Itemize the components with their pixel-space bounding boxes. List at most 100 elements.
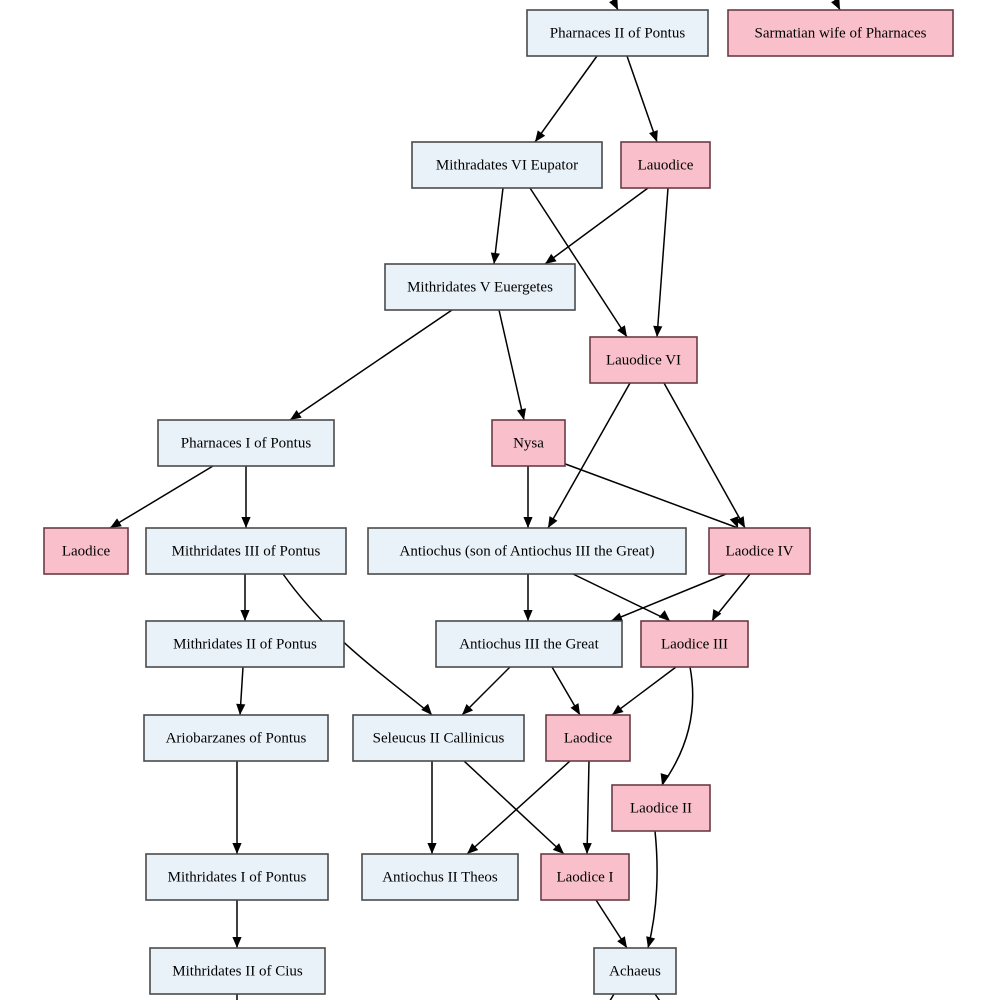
node-box-mithradates6[interactable] <box>411 141 603 189</box>
arrowhead-icon <box>582 842 592 854</box>
edge-pharnaces1-to-laodice_left <box>109 465 214 529</box>
edge-mithridates3-to-mithridates2p <box>240 574 250 621</box>
node-mithridates2c[interactable]: Mithridates II of Cius <box>149 947 326 995</box>
node-box-laodice2[interactable] <box>611 784 711 832</box>
edge-laodice1-to-achaeus <box>595 899 628 949</box>
node-box-laodice4[interactable] <box>708 527 811 575</box>
node-antiochus3[interactable]: Antiochus III the Great <box>435 620 623 668</box>
edge-line <box>534 55 598 143</box>
edge-achaeus-to-below1 <box>609 993 615 1000</box>
node-antiochus_son[interactable]: Antiochus (son of Antiochus III the Grea… <box>367 527 687 575</box>
node-box-seleucus2[interactable] <box>352 714 525 762</box>
node-lauodice6[interactable]: Lauodice VI <box>589 336 698 384</box>
node-box-nysa[interactable] <box>491 419 566 467</box>
node-mithridates3[interactable]: Mithridates III of Pontus <box>145 527 347 575</box>
edge-line <box>498 309 525 421</box>
node-mithradates6[interactable]: Mithradates VI Eupator <box>411 141 603 189</box>
node-nysa[interactable]: Nysa <box>491 419 566 467</box>
edge-line <box>610 573 727 622</box>
edge-line <box>493 187 504 265</box>
arrowhead-icon <box>570 703 580 715</box>
edge-line <box>463 760 565 855</box>
edge-pharnaces2-to-lauodice <box>626 55 658 143</box>
node-laodice1[interactable]: Laodice I <box>540 853 630 901</box>
node-laodice2[interactable]: Laodice II <box>611 784 711 832</box>
arrowhead-icon <box>653 325 663 337</box>
node-box-lauodice6[interactable] <box>589 336 698 384</box>
edge-lauodice6-to-laodice4 <box>663 382 746 529</box>
node-achaeus[interactable]: Achaeus <box>593 947 677 995</box>
node-box-antiochus_son[interactable] <box>367 527 687 575</box>
node-box-lauodice[interactable] <box>620 141 711 189</box>
edge-antiochus_son-to-antiochus3 <box>523 574 533 621</box>
edge-pharnaces2-to-mithradates6 <box>534 55 598 143</box>
node-pharnaces1[interactable]: Pharnaces I of Pontus <box>157 419 335 467</box>
node-box-mithridates2p[interactable] <box>145 620 345 668</box>
edge-mithradates6-to-mithridates5 <box>490 187 504 265</box>
node-seleucus2[interactable]: Seleucus II Callinicus <box>352 714 525 762</box>
node-laodice3[interactable]: Laodice III <box>640 620 749 668</box>
arrowhead-icon <box>611 612 623 622</box>
edge-line <box>282 573 433 716</box>
edge-antiochus3-to-seleucus2 <box>461 666 511 716</box>
node-box-pharnaces2[interactable] <box>526 9 709 57</box>
edge-line <box>661 666 694 786</box>
edge-laodice3-to-laodice_mid <box>611 666 677 716</box>
edge-top_offscreen2-to-sarmatianwife <box>831 0 841 11</box>
arrowhead-icon <box>552 843 564 854</box>
arrowhead-icon <box>548 516 558 528</box>
node-box-laodice_left[interactable] <box>43 527 129 575</box>
arrowhead-icon <box>545 253 557 264</box>
node-antiochus2[interactable]: Antiochus II Theos <box>361 853 519 901</box>
arrowhead-icon <box>660 773 670 785</box>
node-sarmatianwife[interactable]: Sarmatian wife of Pharnaces <box>727 9 954 57</box>
node-mithridates5[interactable]: Mithridates V Euergetes <box>384 263 576 311</box>
arrowhead-icon <box>712 609 722 621</box>
node-lauodice[interactable]: Lauodice <box>620 141 711 189</box>
edge-line <box>654 993 661 1000</box>
edge-laodice4-to-laodice3 <box>711 573 751 622</box>
edge-laodice2-to-achaeus <box>646 830 658 949</box>
node-box-laodice1[interactable] <box>540 853 630 901</box>
arrowhead-icon <box>490 252 500 264</box>
arrowhead-icon <box>729 516 739 528</box>
edge-antiochus3-to-laodice_mid <box>551 666 581 716</box>
node-laodice_left[interactable]: Laodice <box>43 527 129 575</box>
arrowhead-icon <box>612 704 624 715</box>
arrowhead-icon <box>617 325 627 337</box>
arrowhead-icon <box>535 130 546 142</box>
node-laodice_mid[interactable]: Laodice <box>545 714 631 762</box>
node-laodice4[interactable]: Laodice IV <box>708 527 811 575</box>
arrowhead-icon <box>517 408 527 420</box>
node-box-laodice_mid[interactable] <box>545 714 631 762</box>
edge-line <box>109 465 214 529</box>
arrowhead-icon <box>240 610 250 621</box>
edge-pharnaces1-to-mithridates3 <box>241 466 251 528</box>
node-box-achaeus[interactable] <box>593 947 677 995</box>
node-box-mithridates3[interactable] <box>145 527 347 575</box>
node-box-mithridates5[interactable] <box>384 263 576 311</box>
edge-laodice4-to-antiochus3 <box>610 573 727 622</box>
node-box-mithridates2c[interactable] <box>149 947 326 995</box>
node-mithridates1[interactable]: Mithridates I of Pontus <box>145 853 329 901</box>
arrowhead-icon <box>232 843 242 854</box>
node-box-pharnaces1[interactable] <box>157 419 335 467</box>
node-box-antiochus3[interactable] <box>435 620 623 668</box>
node-box-sarmatianwife[interactable] <box>727 9 954 57</box>
node-pharnaces2[interactable]: Pharnaces II of Pontus <box>526 9 709 57</box>
node-box-antiochus2[interactable] <box>361 853 519 901</box>
node-box-laodice3[interactable] <box>640 620 749 668</box>
arrowhead-icon <box>421 703 432 715</box>
arrowhead-icon <box>646 936 656 948</box>
node-mithridates2p[interactable]: Mithridates II of Pontus <box>145 620 345 668</box>
node-ariobarzanes[interactable]: Ariobarzanes of Pontus <box>143 714 329 762</box>
edge-mithridates2p-to-ariobarzanes <box>236 666 246 716</box>
edge-line <box>461 666 511 716</box>
edge-nysa-to-laodice4 <box>559 461 739 529</box>
arrowhead-icon <box>462 703 474 715</box>
edge-line <box>547 382 631 529</box>
node-box-ariobarzanes[interactable] <box>143 714 329 762</box>
arrowhead-icon <box>427 843 437 854</box>
node-box-mithridates1[interactable] <box>145 853 329 901</box>
